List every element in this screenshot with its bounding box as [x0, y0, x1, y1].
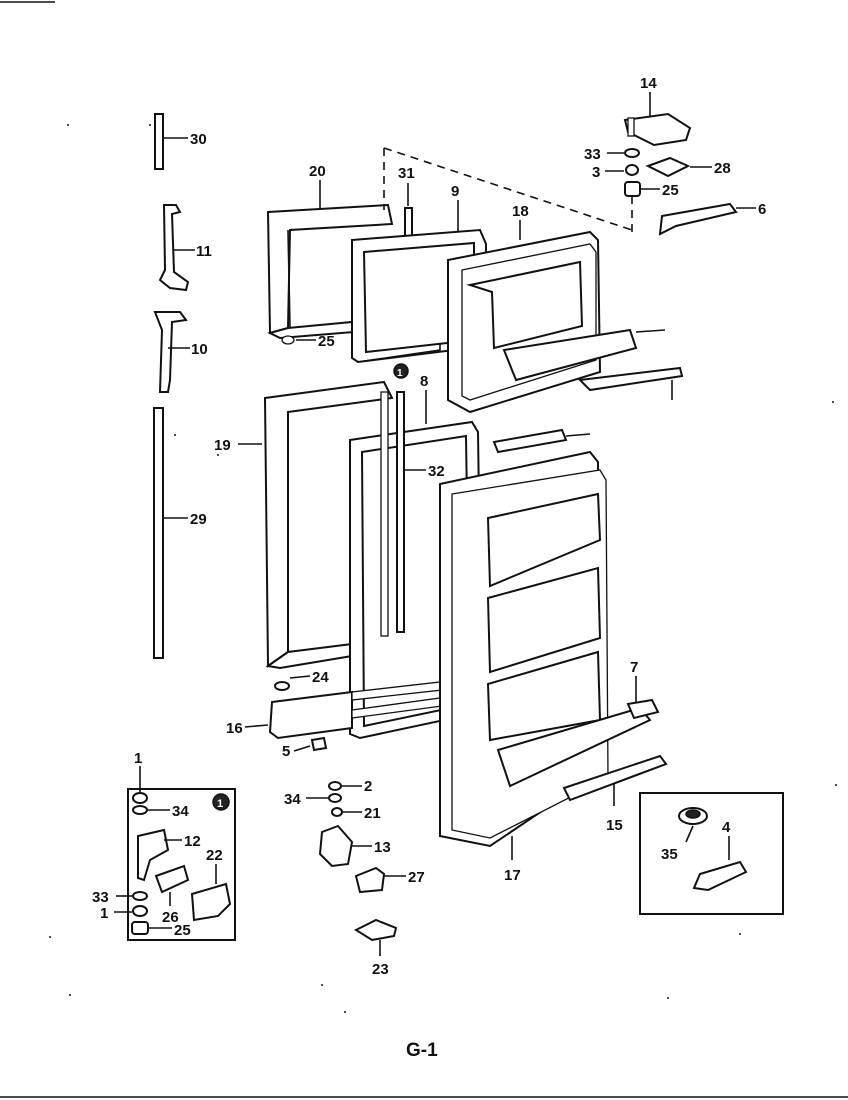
part-13-hinge: 13: [318, 824, 391, 868]
callout-6: 6: [758, 201, 766, 218]
callout-33-box: 33: [92, 889, 109, 906]
part-14-top-hinge: 14: [623, 75, 692, 147]
callout-12: 12: [184, 833, 201, 850]
callout-24: 24: [312, 669, 329, 686]
part-27-shim: 27: [354, 866, 425, 894]
part-17-fresh-door-liner: 17: [439, 450, 652, 884]
callout-25-left: 25: [318, 333, 335, 350]
callout-25-box: 25: [174, 922, 191, 939]
callout-31: 31: [398, 165, 415, 182]
callout-1-top: 1: [134, 750, 142, 767]
callout-25-top: 25: [662, 182, 679, 199]
door-rack-bracket: [492, 428, 591, 454]
callout-2: 2: [364, 778, 372, 795]
part-15-door-rack: 15: [562, 754, 668, 834]
callout-35: 35: [661, 846, 678, 863]
callout-10: 10: [191, 341, 208, 358]
circled-1-door: 1: [397, 368, 403, 379]
part-21-pin: 21: [331, 805, 381, 822]
part-25-cap-top: 25: [624, 181, 679, 199]
part-18-freezer-door-liner: 18: [447, 203, 684, 414]
callout-4: 4: [722, 819, 731, 836]
inset-box-left: 1 34 1 12 26 22 33 1 25: [92, 750, 236, 941]
callout-34-box: 34: [172, 803, 189, 820]
callout-5: 5: [282, 743, 290, 760]
callout-30: 30: [190, 131, 207, 148]
scan-specks: [49, 124, 837, 1013]
part-10-handle-lower: 10: [153, 311, 208, 393]
part-3-bushing: 3: [592, 164, 639, 181]
part-34-washer-mid: 34: [284, 791, 342, 808]
callout-22: 22: [206, 847, 223, 864]
callout-32: 32: [428, 463, 445, 480]
callout-3: 3: [592, 164, 600, 181]
callout-33-top: 33: [584, 146, 601, 163]
callout-23: 23: [372, 961, 389, 978]
callout-29: 29: [190, 511, 207, 528]
part-32-strip: 32: [380, 391, 445, 637]
callout-28-top: 28: [714, 160, 731, 177]
circled-1-box: 1: [217, 798, 223, 810]
callout-18: 18: [512, 203, 529, 220]
callout-26: 26: [162, 909, 179, 926]
callout-17: 17: [504, 867, 521, 884]
hinge-guide-diagonal: [383, 147, 633, 231]
callout-9: 9: [451, 183, 459, 200]
part-23-bottom-hinge-plate: 23: [353, 918, 398, 978]
callout-1-box: 1: [100, 905, 108, 922]
callout-34-mid: 34: [284, 791, 301, 808]
part-7-rack-bracket: 7: [626, 659, 660, 720]
inset-box-right: 35 4: [639, 792, 784, 915]
callout-16: 16: [226, 720, 243, 737]
callout-14: 14: [640, 75, 657, 92]
page-label: G-1: [406, 1040, 438, 1061]
part-2-bushing: 2: [328, 778, 372, 795]
callout-21: 21: [364, 805, 381, 822]
part-11-handle-upper: 11: [158, 204, 212, 292]
callout-8: 8: [420, 373, 428, 390]
part-6-top-bracket: 6: [658, 201, 766, 236]
callout-27: 27: [408, 869, 425, 886]
part-33-washer-top: 33: [584, 146, 640, 163]
circled-1-box-marker: [212, 793, 230, 811]
callout-7: 7: [630, 659, 638, 676]
callout-20: 20: [309, 163, 326, 180]
part-30-trim-strip: 30: [154, 113, 207, 170]
circled-1-door-marker: [393, 363, 409, 379]
callout-15: 15: [606, 817, 623, 834]
callout-13: 13: [374, 839, 391, 856]
part-28-shim-top: 28: [645, 156, 731, 178]
part-29-long-trim: 29: [153, 407, 207, 659]
callout-19: 19: [214, 437, 231, 454]
callout-11: 11: [196, 243, 212, 260]
